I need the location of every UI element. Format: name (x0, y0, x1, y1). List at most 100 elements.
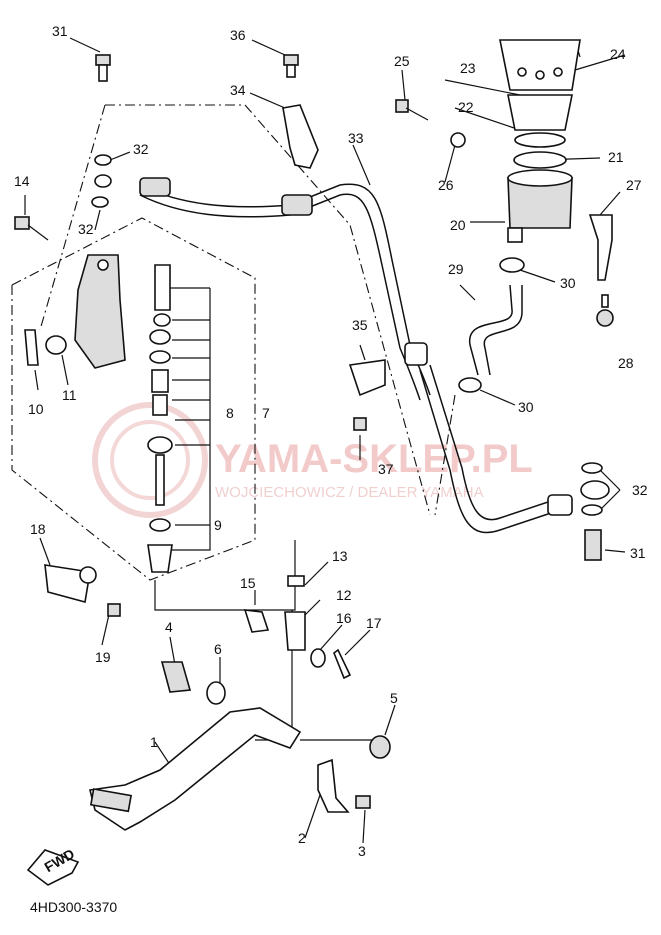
callout: 14 (14, 173, 30, 189)
reservoir-hose (469, 284, 513, 376)
hose-clamp-30 (458, 377, 482, 393)
piston (151, 369, 169, 393)
callout: 12 (336, 587, 352, 603)
watermark-title: YAMA-SKLEP.PL (215, 437, 533, 481)
callout: 17 (366, 615, 382, 631)
callout: 22 (458, 99, 474, 115)
reservoir-assembly (499, 39, 581, 243)
callout: 30 (560, 275, 576, 291)
fwd-arrow-icon: FWD (26, 845, 80, 886)
bolt-14 (14, 216, 30, 230)
callout: 15 (240, 575, 256, 591)
callout: 9 (214, 517, 222, 533)
banjo-eye (580, 480, 610, 500)
dust-seal (147, 544, 173, 573)
hose-joint (404, 342, 428, 366)
washer-5 (369, 735, 391, 759)
callout: 36 (230, 27, 246, 43)
push-rod (155, 454, 165, 506)
master-cylinder-body (74, 254, 126, 369)
bracket-34 (282, 104, 319, 169)
callout: 33 (348, 130, 364, 146)
plate-18 (44, 564, 91, 604)
leader-dash (39, 104, 106, 331)
boot-11 (45, 335, 67, 355)
cotter-pin-17 (333, 648, 352, 680)
callout: 23 (460, 60, 476, 76)
bolt-37 (353, 417, 367, 431)
seal (149, 329, 171, 345)
bracket-2 (317, 758, 350, 813)
callout: 29 (448, 261, 464, 277)
brake-hose-upper-inner (139, 193, 421, 401)
callout: 32 (78, 221, 94, 237)
bolt-3 (355, 795, 371, 809)
callout: 8 (226, 405, 234, 421)
washer-32 (581, 504, 603, 516)
boot (147, 436, 173, 454)
circlip (149, 518, 171, 532)
hose-clamp-fitting (281, 194, 313, 216)
callout: 5 (390, 690, 398, 706)
callout: 35 (352, 317, 368, 333)
callout: 13 (332, 548, 348, 564)
washer-32 (94, 154, 112, 166)
callout: 19 (95, 649, 111, 665)
callout: 31 (52, 23, 68, 39)
reservoir-cap (507, 94, 573, 131)
bolt-31 (584, 529, 602, 561)
callout: 32 (133, 141, 149, 157)
callout: 11 (62, 387, 77, 403)
callout: 18 (30, 521, 46, 537)
callout-labels: 1 2 3 4 5 6 7 8 9 10 11 12 13 14 15 16 1… (14, 23, 648, 859)
diaphragm (514, 132, 566, 148)
small-parts (14, 54, 614, 831)
callout: 3 (358, 843, 366, 859)
reservoir-cap-cover (499, 39, 581, 91)
callout: 26 (438, 177, 454, 193)
callout: 25 (394, 53, 410, 69)
bracket-27 (588, 214, 613, 281)
reservoir-outlet (507, 227, 523, 243)
callout: 24 (610, 46, 626, 62)
screw-19 (107, 603, 121, 617)
washer-32 (91, 196, 109, 208)
callout: 31 (630, 545, 646, 561)
brake-hose-lower (419, 369, 561, 534)
callout: 2 (298, 830, 306, 846)
plate (513, 151, 567, 169)
brake-hose-lower-inner (429, 364, 561, 521)
spring (154, 264, 171, 311)
bolt-31 (95, 54, 111, 66)
leader-dash (105, 104, 431, 516)
callout: 34 (230, 82, 246, 98)
callout: 30 (518, 399, 534, 415)
washer-6 (206, 681, 226, 705)
kit-outline (11, 217, 256, 581)
cup (153, 313, 171, 327)
bolt-4 (160, 661, 192, 693)
joint-10 (24, 329, 39, 366)
callout: 27 (626, 177, 642, 193)
bracket-35 (348, 359, 386, 397)
callout: 4 (165, 619, 173, 635)
pin-15 (243, 609, 270, 633)
washer-32 (581, 462, 603, 474)
diagram-code: 4HD300-3370 (30, 899, 117, 915)
watermark-subtitle: WOJCIECHOWICZ / DEALER YAMAHA (215, 484, 484, 501)
callout: 37 (378, 461, 394, 477)
callout: 28 (618, 355, 634, 371)
reservoir-hose-inner (483, 285, 523, 376)
piston-cup (152, 394, 168, 416)
nut-13 (287, 575, 305, 587)
bolt-36 (283, 54, 299, 66)
clevis-12 (284, 611, 306, 651)
callout: 6 (214, 641, 222, 657)
banjo-fitting-upper (139, 177, 171, 197)
callout: 10 (28, 401, 44, 417)
callout: 20 (450, 217, 466, 233)
bolt-25 (395, 99, 409, 113)
circlip-26 (450, 132, 466, 148)
washer-16 (310, 648, 326, 668)
